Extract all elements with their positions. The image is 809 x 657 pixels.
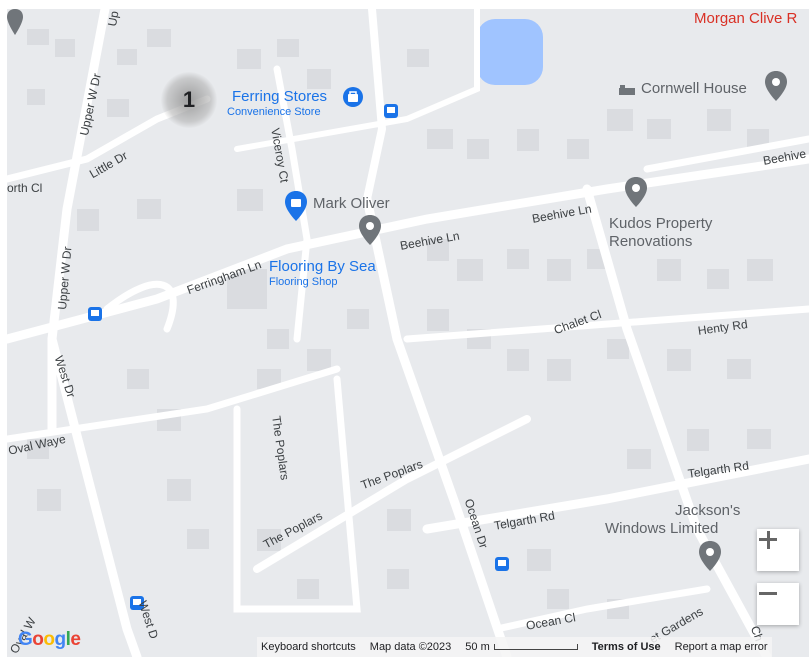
scale-label: 50 m xyxy=(465,641,490,653)
scale-bar xyxy=(493,644,578,651)
place-pin-icon[interactable] xyxy=(699,541,721,571)
map-data-text: Map data ©2023 xyxy=(369,641,452,653)
road-label: orth Cl xyxy=(7,181,43,195)
google-logo: Google xyxy=(18,629,81,650)
road-network xyxy=(7,9,809,657)
map-tiles xyxy=(7,9,809,657)
scale-indicator[interactable]: 50 m xyxy=(465,641,578,653)
bus-stop-icon[interactable] xyxy=(130,596,144,610)
bus-stop-icon[interactable] xyxy=(384,104,398,118)
zoom-in-button[interactable] xyxy=(757,529,799,571)
place-category-flooring-by-sea: Flooring Shop xyxy=(269,276,338,288)
pond xyxy=(477,19,543,85)
place-name-flooring-by-sea[interactable]: Flooring By Sea xyxy=(269,258,376,275)
minus-icon xyxy=(759,592,777,595)
hotel-icon xyxy=(619,85,635,95)
place-name-kudos-line1[interactable]: Kudos Property xyxy=(609,215,713,232)
terms-of-use-link[interactable]: Terms of Use xyxy=(591,641,661,653)
zoom-out-button[interactable] xyxy=(757,583,799,625)
plus-icon xyxy=(759,531,777,549)
road-label: Up xyxy=(105,9,122,28)
place-pin-icon[interactable] xyxy=(359,215,381,245)
place-name-kudos-line2[interactable]: Renovations xyxy=(609,233,693,250)
place-pin-icon[interactable] xyxy=(625,177,647,207)
attribution-bar: Keyboard shortcuts Map data ©2023 50 m T… xyxy=(257,637,772,657)
place-name-jacksons-line1[interactable]: Jackson's xyxy=(675,502,741,519)
place-name-cornwell-house[interactable]: Cornwell House xyxy=(641,80,747,97)
cluster-count: 1 xyxy=(182,87,196,112)
place-name-ferring-stores[interactable]: Ferring Stores xyxy=(232,88,328,105)
keyboard-shortcuts-link[interactable]: Keyboard shortcuts xyxy=(261,641,356,653)
place-name-jacksons-line2[interactable]: Windows Limited xyxy=(605,520,719,537)
place-name-morgan-clive[interactable]: Morgan Clive R xyxy=(694,10,798,27)
bus-stop-icon[interactable] xyxy=(88,307,102,321)
bus-stop-icon[interactable] xyxy=(495,557,509,571)
shopping-bag-icon[interactable] xyxy=(343,87,363,107)
place-pin-icon[interactable] xyxy=(7,9,23,35)
map-canvas[interactable]: 1 Ferring Stores Convenience Store Floor… xyxy=(7,9,809,657)
report-map-error-link[interactable]: Report a map error xyxy=(674,641,768,653)
cluster-marker[interactable]: 1 xyxy=(161,72,217,128)
shopping-bag-icon[interactable] xyxy=(285,191,307,221)
place-category-ferring-stores: Convenience Store xyxy=(227,106,321,118)
place-name-mark-oliver[interactable]: Mark Oliver xyxy=(313,195,390,212)
place-pin-icon[interactable] xyxy=(765,71,787,101)
buildings xyxy=(27,29,773,619)
